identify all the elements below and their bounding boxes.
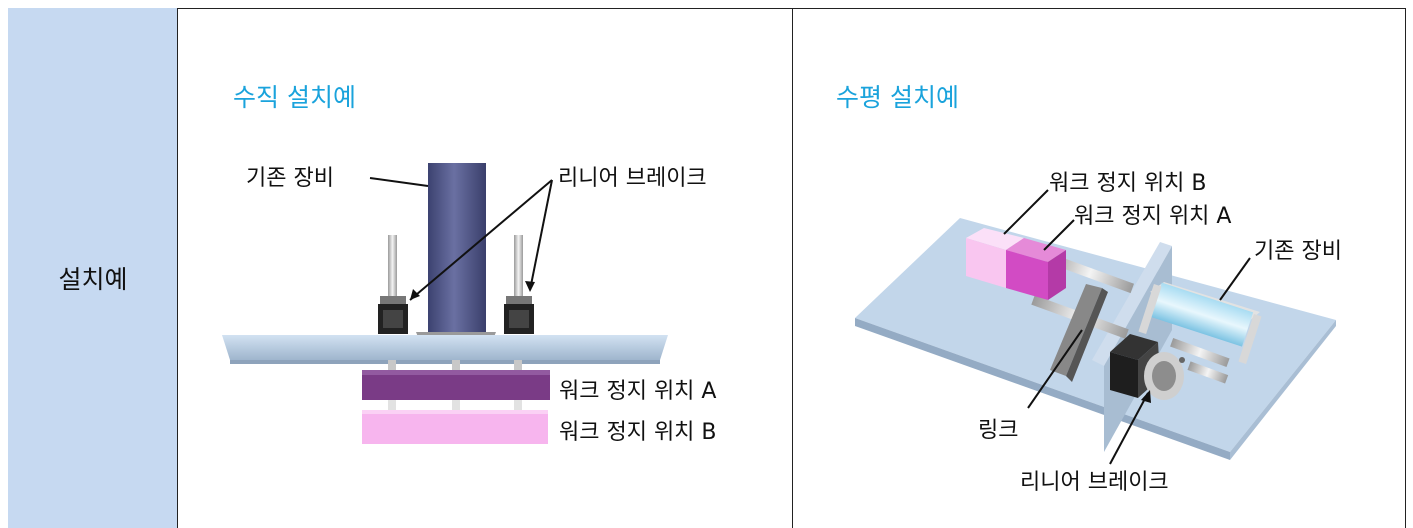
linear-brake-right (504, 296, 534, 334)
leader-h-brake (1109, 392, 1149, 465)
vertical-heading: 수직 설치예 (233, 83, 356, 112)
leader-brake-2 (529, 179, 553, 291)
row-label-cell: 설치예 (8, 8, 178, 528)
existing-cylinder (428, 163, 486, 335)
leader-h-stop-a (1043, 219, 1075, 251)
leader-existing-equipment (369, 177, 429, 187)
horizontal-stop-b-label: 워크 정지 위치 B (1049, 171, 1207, 196)
horizontal-stop-a-label: 워크 정지 위치 A (1074, 204, 1232, 229)
horizontal-existing-equipment-label: 기존 장비 (1254, 239, 1342, 264)
horizontal-linear-brake-label: 리니어 브레이크 (1020, 470, 1169, 495)
guide-rod-left (388, 235, 397, 305)
vertical-installation-illustration (222, 163, 668, 444)
horizontal-linear-brake (1110, 334, 1185, 400)
leader-h-stop-b (1003, 189, 1049, 235)
horizontal-existing-cylinder (1138, 282, 1262, 365)
horizontal-link-label: 링크 (978, 418, 1019, 443)
column-divider (792, 8, 793, 528)
leader-h-link (1027, 329, 1083, 409)
horizontal-heading: 수평 설치예 (836, 83, 959, 112)
guide-rod-right (514, 235, 523, 305)
horizontal-wall (1092, 242, 1172, 366)
vertical-stop-b-label: 워크 정지 위치 B (559, 420, 717, 445)
vertical-existing-equipment-label: 기존 장비 (246, 166, 334, 191)
vertical-stop-a-label: 워크 정지 위치 A (559, 379, 717, 404)
leader-brake-1 (409, 179, 553, 301)
horizontal-stop-a-block (1006, 238, 1066, 300)
row-label: 설치예 (58, 265, 128, 294)
horizontal-installation-illustration (855, 189, 1336, 465)
leader-h-existing (1219, 257, 1251, 301)
mounting-plate (222, 335, 668, 360)
vertical-linear-brake-label: 리니어 브레이크 (558, 166, 707, 191)
linear-brake-left (378, 296, 408, 334)
horizontal-link (1050, 284, 1108, 382)
stop-position-b-block (362, 410, 548, 444)
